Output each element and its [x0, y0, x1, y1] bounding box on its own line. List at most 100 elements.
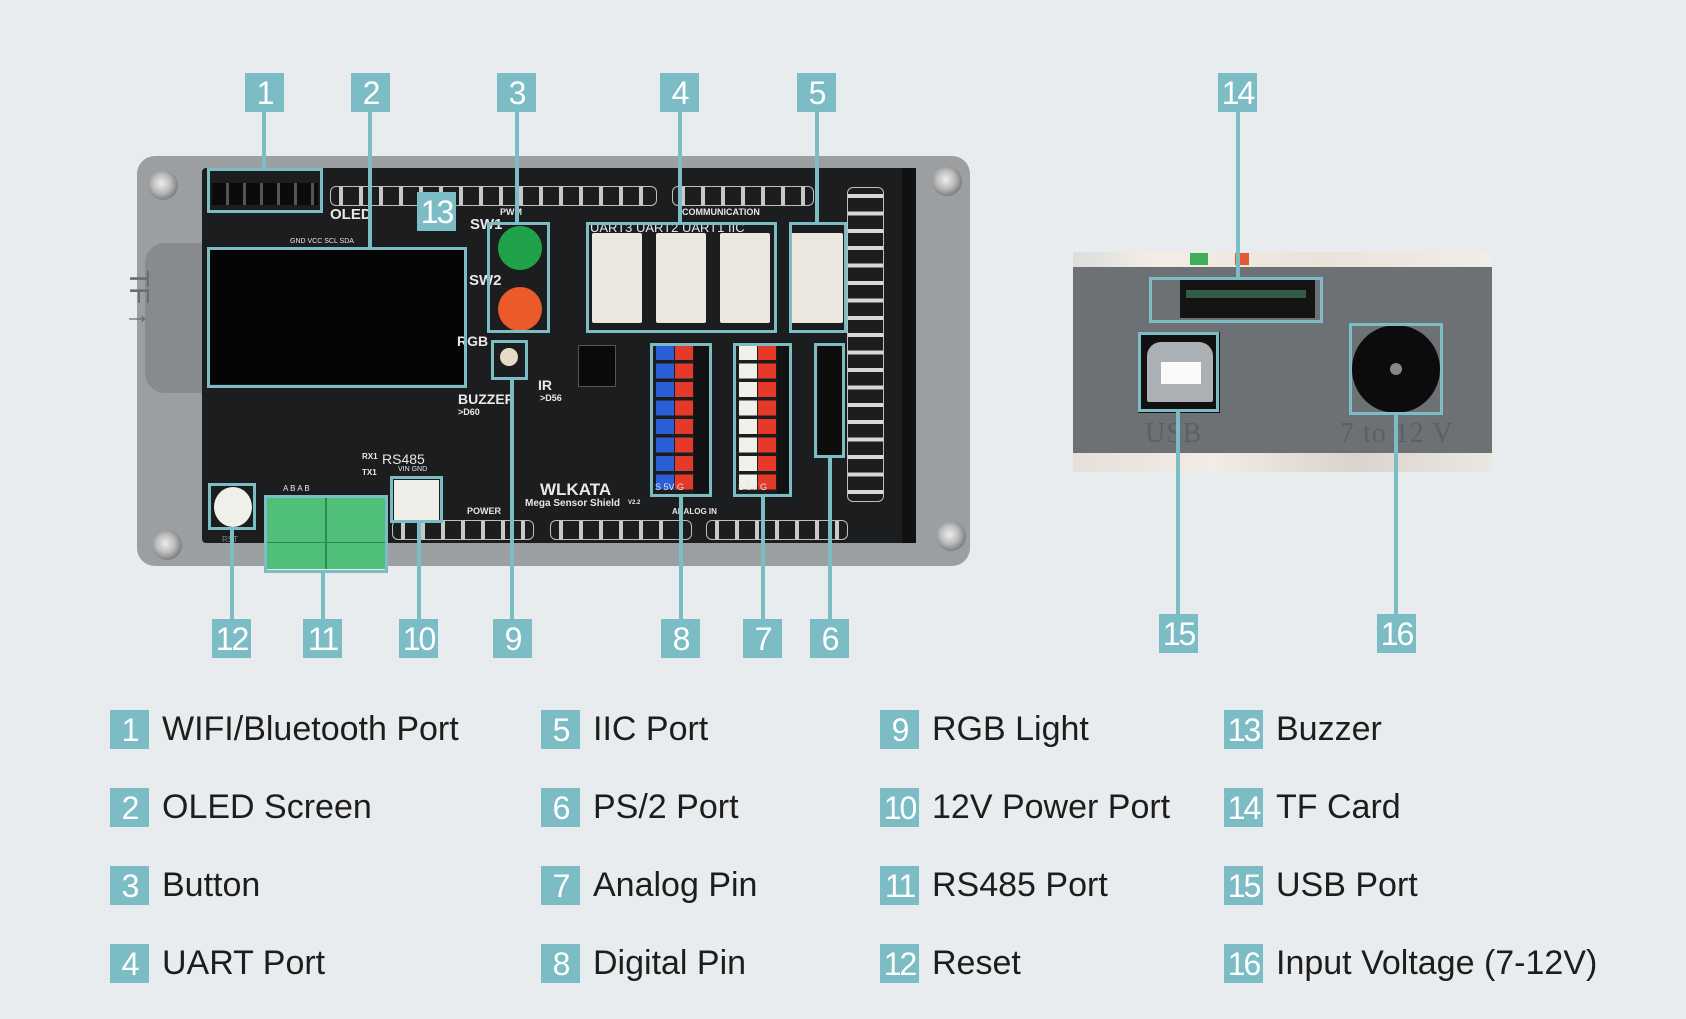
highlight-usb — [1138, 332, 1219, 412]
legend-badge: 6 — [541, 787, 580, 827]
analog-gnd-pins — [777, 345, 789, 493]
legend-label: UART Port — [162, 943, 326, 982]
vin-gnd-label: VIN GND — [398, 466, 428, 473]
tf-slot-cutout — [145, 243, 205, 393]
pwm-label: PWM — [500, 207, 522, 217]
tf-card-slot — [1180, 280, 1315, 318]
legend-label: Analog Pin — [593, 865, 758, 904]
highlight-iic — [789, 222, 847, 333]
legend-item: 15 USB Port — [1224, 865, 1418, 905]
analog-5v-pins — [758, 345, 776, 493]
callout-3: 3 — [497, 73, 536, 112]
rs485-label: RS485 — [382, 451, 425, 467]
legend-item: 1 WIFI/Bluetooth Port — [110, 709, 459, 749]
legend-label: USB Port — [1276, 865, 1418, 904]
legend-badge: 15 — [1224, 865, 1263, 905]
usb-mark: USB — [1145, 418, 1203, 449]
highlight-digital-pins — [650, 343, 712, 497]
power-label: POWER — [467, 506, 502, 516]
highlight-dc-jack — [1349, 323, 1443, 415]
power-connector — [394, 480, 439, 520]
leader-line — [262, 112, 266, 170]
leader-line — [368, 112, 372, 249]
legend-label: Digital Pin — [593, 943, 747, 982]
enclosure-lip — [902, 168, 916, 543]
callout-15: 15 — [1159, 614, 1198, 653]
leader-line — [515, 112, 519, 224]
rs485-terminal-block — [266, 497, 386, 569]
oled-label: OLED — [330, 206, 372, 223]
legend-label: Reset — [932, 943, 1021, 982]
highlight-ps2 — [814, 343, 845, 458]
analog-signal-pins — [739, 345, 757, 493]
screw-icon — [152, 530, 182, 560]
callout-5: 5 — [797, 73, 836, 112]
highlight-uart — [586, 222, 777, 333]
callout-7: 7 — [743, 619, 782, 658]
rs485-ab-label: A B A B — [283, 484, 310, 493]
legend-badge: 14 — [1224, 787, 1263, 827]
legend-label: TF Card — [1276, 787, 1401, 826]
leader-line — [679, 495, 683, 620]
legend-badge: 13 — [1224, 709, 1263, 749]
callout-9: 9 — [493, 619, 532, 658]
oled-pins-label: GND VCC SCL SDA — [290, 238, 354, 245]
leader-line — [1236, 112, 1240, 279]
legend-label: WIFI/Bluetooth Port — [162, 709, 459, 748]
reset-button — [214, 487, 252, 527]
communication-label: COMMUNICATION — [682, 207, 760, 217]
ps2-header — [818, 345, 842, 455]
ir-label: IR — [538, 377, 552, 393]
highlight-oled — [207, 247, 467, 388]
legend-badge: 10 — [880, 787, 919, 827]
green-button-edge — [1190, 253, 1208, 265]
digital-signal-pins — [656, 345, 674, 493]
leader-line — [828, 456, 832, 620]
legend-label: RGB Light — [932, 709, 1089, 748]
screw-icon — [936, 521, 966, 551]
legend-label: IIC Port — [593, 709, 709, 748]
highlight-rgb — [491, 340, 528, 380]
callout-4: 4 — [660, 73, 699, 112]
highlight-wifi-port — [207, 168, 323, 213]
highlight-buttons — [487, 222, 550, 333]
tx1-label: TX1 — [362, 468, 377, 477]
leader-line — [761, 495, 765, 620]
legend-label: RS485 Port — [932, 865, 1108, 904]
callout-12: 12 — [212, 619, 251, 658]
legend-item: 14 TF Card — [1224, 787, 1401, 827]
model-label: Mega Sensor Shield — [525, 498, 621, 509]
pin-header — [672, 186, 814, 206]
legend-badge: 12 — [880, 943, 919, 983]
dc-jack-pin — [1390, 363, 1402, 375]
leader-line — [510, 378, 514, 620]
pin-header — [550, 520, 692, 540]
legend-badge: 7 — [541, 865, 580, 905]
highlight-reset — [208, 483, 256, 530]
rgb-led — [500, 348, 518, 366]
leader-line — [230, 528, 234, 620]
tf-card — [1186, 290, 1306, 298]
legend-label: Button — [162, 865, 261, 904]
legend-label: PS/2 Port — [593, 787, 739, 826]
legend-badge: 16 — [1224, 943, 1263, 983]
pin-header — [706, 520, 848, 540]
legend-label: OLED Screen — [162, 787, 372, 826]
brand-label: WLKATA — [540, 480, 612, 499]
oled-screen — [210, 250, 464, 384]
analog-in-label: ANALOG IN — [672, 507, 717, 516]
digital-gnd-pins — [694, 345, 712, 493]
highlight-12v-power — [390, 476, 443, 523]
legend-badge: 4 — [110, 943, 149, 983]
legend-badge: 1 — [110, 709, 149, 749]
screw-icon — [148, 170, 178, 200]
acrylic-bottom — [1073, 453, 1492, 472]
callout-1: 1 — [245, 73, 284, 112]
